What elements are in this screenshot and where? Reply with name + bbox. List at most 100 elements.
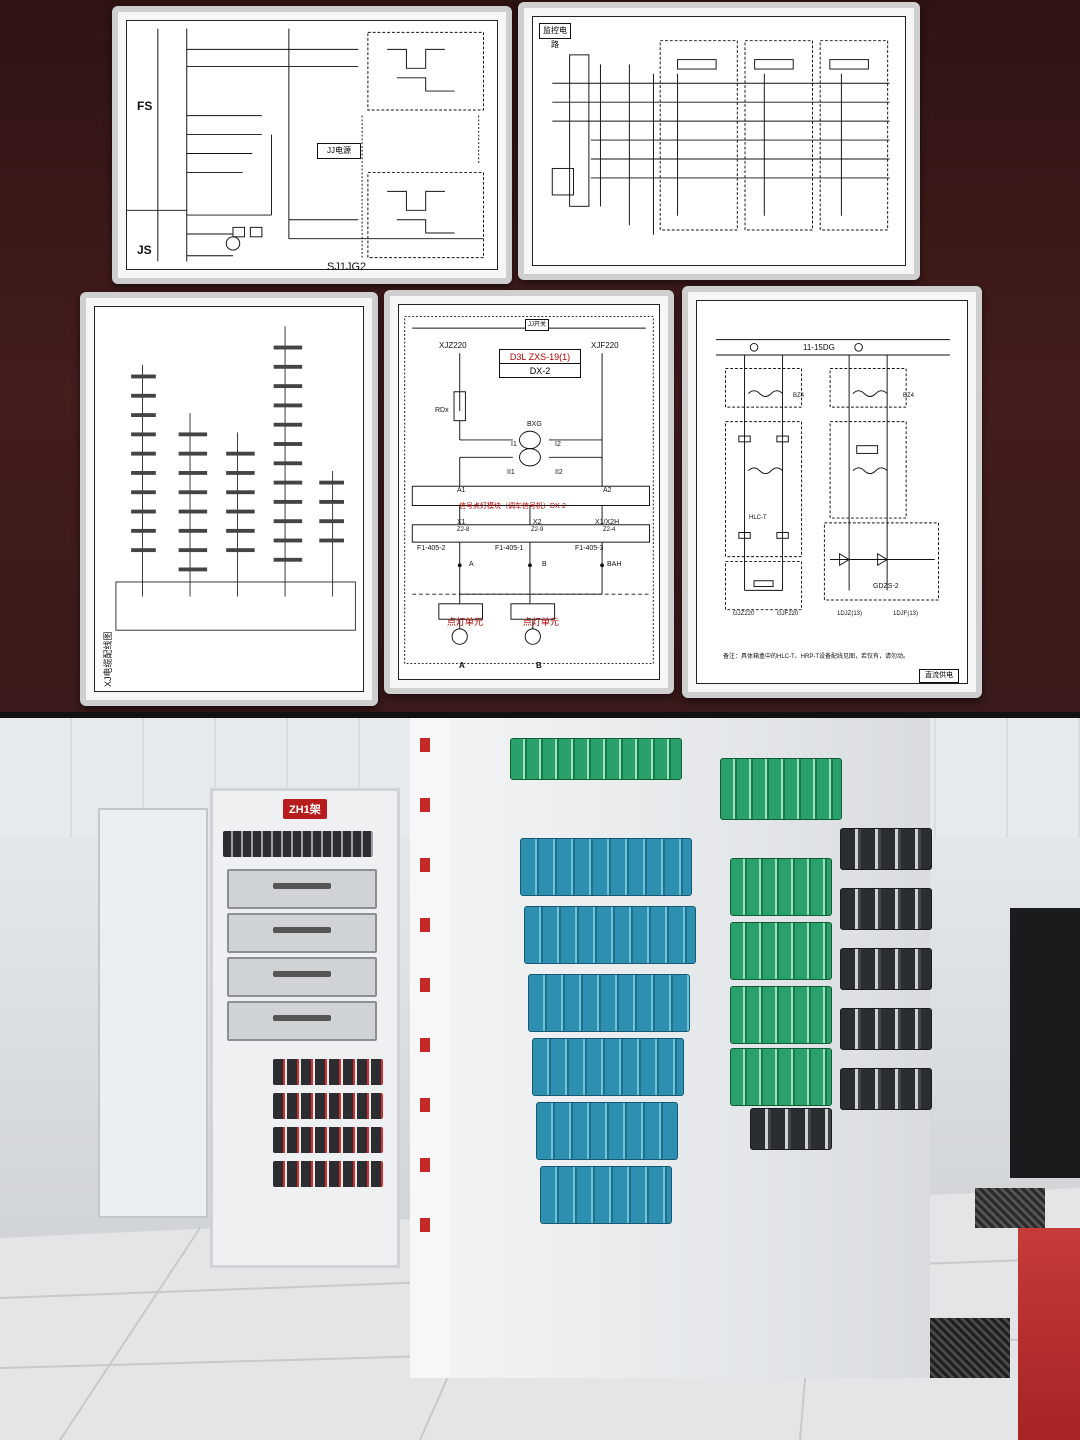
sheet-4-schematic <box>404 316 654 665</box>
relay-row-1-right <box>730 858 832 916</box>
diagram-sheet-3: XJ电缆配线图 <box>80 292 378 706</box>
sheet-5-module-l: HLC-T <box>749 515 767 521</box>
sheet-1-title: SJ1JG2 <box>327 261 367 270</box>
sheet-1-region-js: JS <box>137 243 152 257</box>
relay-row-4 <box>532 1038 684 1096</box>
sheet-1-center-box: JJ电源 <box>317 143 361 159</box>
sheet-4-lamp-a: A <box>459 661 465 670</box>
rack-tag: ZH1架 <box>283 799 327 819</box>
diagram-sheet-4-paper: JJ开关 XJZ220 XJF220 D3L ZXS-19(1) DX-2 RD… <box>398 304 660 680</box>
sheet-5-footer: 直流供电 <box>919 669 959 683</box>
sheet-4-left-power: XJZ220 <box>439 341 467 350</box>
equipment-room-photo: ZH1架 <box>0 718 1080 1440</box>
floor-vent-2 <box>930 1318 1010 1378</box>
sheet-4-lamp-1: 点灯单元 <box>447 617 484 627</box>
sheet-4-point-b: B <box>542 561 547 568</box>
relay-wall <box>410 718 932 1378</box>
sheet-2-schematic <box>551 40 890 235</box>
relay-wall-red-strip <box>420 738 430 1258</box>
relay-row-top-green <box>510 738 682 780</box>
sheet-4-t-top-right: I2 <box>555 441 561 448</box>
diagram-sheet-3-paper: XJ电缆配线图 <box>94 306 364 692</box>
sheet-4-t-bot-left: II1 <box>507 469 515 476</box>
diagram-sheet-1: FS JS JJ电源 SJ1JG2 <box>112 6 512 284</box>
sheet-4-f3: F1-405-3 <box>575 545 604 552</box>
terminal-block-5 <box>840 1068 932 1110</box>
relay-row-4-right <box>730 1048 832 1106</box>
sheet-4-t-bot-right: II2 <box>555 469 563 476</box>
relay-row-5 <box>536 1102 678 1160</box>
sheet-4-z1: Z2-8 <box>457 527 470 533</box>
sheet-5-bottom-r2: 1DJF(13) <box>893 611 919 617</box>
sheet-5-bus: 11-15DG <box>803 343 835 352</box>
sheet-4-x1: X1 <box>457 519 466 526</box>
terminal-block-3 <box>840 948 932 990</box>
sheet-5-bottom-r1: 1DJZ(13) <box>837 611 863 617</box>
sheet-4-z2: Z2-9 <box>531 527 544 533</box>
sheet-4-x2: X2 <box>533 519 542 526</box>
rack-cabinet: ZH1架 <box>210 788 400 1268</box>
sheet-1-region-fs: FS <box>137 99 153 113</box>
sheet-3-title: XJ电缆配线图 <box>103 631 113 687</box>
diagram-photo: FS JS JJ电源 SJ1JG2 <box>0 0 1080 712</box>
relay-row-2-right <box>730 922 832 980</box>
sheet-4-a2: A2 <box>603 487 612 494</box>
diagram-sheet-5: 11-15DG BZ4 BZ4 HLC-T GDZS-2 GJZ220 GJF2… <box>682 286 982 698</box>
rack-relay-unit-4 <box>273 1161 383 1187</box>
sheet-5-module-r: GDZS-2 <box>873 583 899 590</box>
sheet-1-schematic <box>127 28 484 262</box>
sheet-4-module-title-1-text: D3L ZXS-19(1) <box>509 352 571 362</box>
sheet-5-right-label: BZ4 <box>903 393 915 399</box>
sheet-5-bottom-mid: GJF220 <box>777 611 799 617</box>
floor-vent-1 <box>975 1188 1045 1228</box>
far-left-cabinet <box>98 808 208 1218</box>
rack-drawer-1 <box>227 869 377 909</box>
rack-drawer-4 <box>227 1001 377 1041</box>
sheet-4-module-title-2: DX-2 <box>499 363 581 378</box>
diagram-sheet-5-paper: 11-15DG BZ4 BZ4 HLC-T GDZS-2 GJZ220 GJF2… <box>696 300 968 684</box>
right-dark-cabinet <box>1010 908 1080 1178</box>
sheet-4-top-switch: JJ开关 <box>525 319 549 331</box>
sheet-4-z3: Z2-4 <box>603 527 616 533</box>
sheet-4-transformer: BXG <box>527 421 542 428</box>
relay-row-3 <box>528 974 690 1032</box>
rack-relay-unit-2 <box>273 1093 383 1119</box>
terminal-block-1 <box>840 828 932 870</box>
diagram-sheet-2-paper: 监控电路 <box>532 16 906 266</box>
sheet-4-point-a: A <box>469 561 474 568</box>
relay-row-2 <box>524 906 696 964</box>
rack-top-unit <box>223 831 373 857</box>
sheet-4-f1: F1-405-2 <box>417 545 446 552</box>
rack-drawer-3 <box>227 957 377 997</box>
sheet-4-lamp-2: 点灯单元 <box>523 617 560 627</box>
sheet-4-f2: F1-405-1 <box>495 545 524 552</box>
sheet-4-point-bah: BAH <box>607 561 622 568</box>
terminal-block-6 <box>750 1108 832 1150</box>
relay-row-6 <box>540 1166 672 1224</box>
sheet-4-right-power: XJF220 <box>591 341 619 350</box>
terminal-block-4 <box>840 1008 932 1050</box>
sheet-5-bottom-left: GJZ220 <box>733 611 755 617</box>
sheet-4-module-bar: 信号点灯模块（调车信号机）DX-2 <box>459 503 566 510</box>
rack-drawer-2 <box>227 913 377 953</box>
relay-row-3-right <box>730 986 832 1044</box>
sheet-4-t-top-left: I1 <box>511 441 517 448</box>
sheet-4-a1: A1 <box>457 487 466 494</box>
sheet-2-header-box: 监控电路 <box>539 23 571 49</box>
relay-row-top-green-2 <box>720 758 842 820</box>
relay-row-1 <box>520 838 692 896</box>
sheet-4-x1z: X1/X2H <box>595 519 620 526</box>
rack-relay-unit-3 <box>273 1127 383 1153</box>
sheet-5-note: 备注：具体箱盒中的HLC-T、HRP-T设备配线见图，若仅有，请勿动。 <box>723 654 909 660</box>
sheet-5-left-label: BZ4 <box>793 393 805 399</box>
rack-relay-unit-1 <box>273 1059 383 1085</box>
diagram-sheet-1-paper: FS JS JJ电源 SJ1JG2 <box>126 20 498 270</box>
photo-divider <box>0 712 1080 718</box>
sheet-4-resistor: RDx <box>435 407 449 414</box>
sheet-3-schematic <box>115 326 356 631</box>
sheet-5-schematic <box>716 339 950 611</box>
diagram-sheet-2: 监控电路 <box>518 2 920 280</box>
red-cabinet <box>1018 1228 1080 1440</box>
diagram-sheet-4: JJ开关 XJZ220 XJF220 D3L ZXS-19(1) DX-2 RD… <box>384 290 674 694</box>
sheet-4-lamp-b: B <box>536 661 542 670</box>
